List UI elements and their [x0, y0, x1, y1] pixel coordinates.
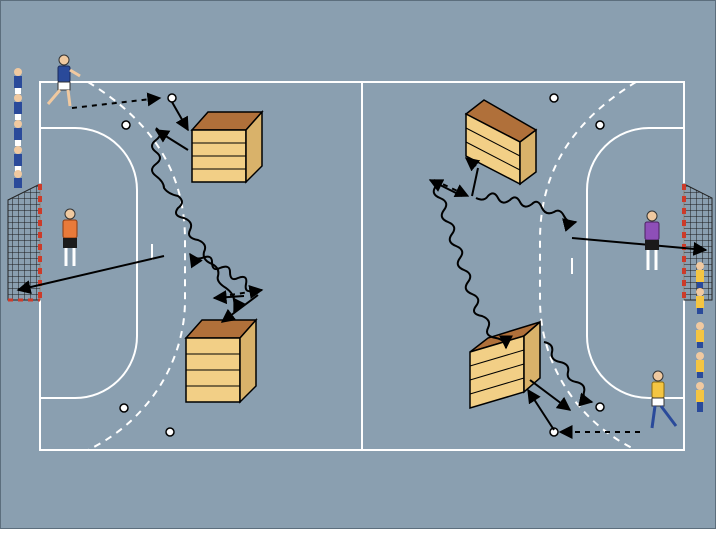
vaulting-box-left-bottom: [186, 320, 256, 402]
vaulting-box-left-top: [192, 112, 262, 182]
player-waiting: [696, 382, 704, 412]
player-waiting: [14, 146, 22, 172]
player-waiting: [696, 262, 704, 288]
player-waiting: [14, 68, 22, 94]
ball: [120, 404, 128, 412]
left-team-queue: [14, 68, 22, 188]
player-waiting: [14, 170, 22, 188]
ball: [596, 121, 604, 129]
player-waiting: [696, 352, 704, 378]
ball: [122, 121, 130, 129]
left-goal: [8, 184, 40, 300]
ball: [596, 403, 604, 411]
player-waiting: [696, 288, 704, 314]
player-waiting: [14, 120, 22, 146]
ball: [550, 94, 558, 102]
player-waiting: [696, 322, 704, 348]
player-waiting: [14, 94, 22, 120]
ball: [166, 428, 174, 436]
ball: [168, 94, 176, 102]
